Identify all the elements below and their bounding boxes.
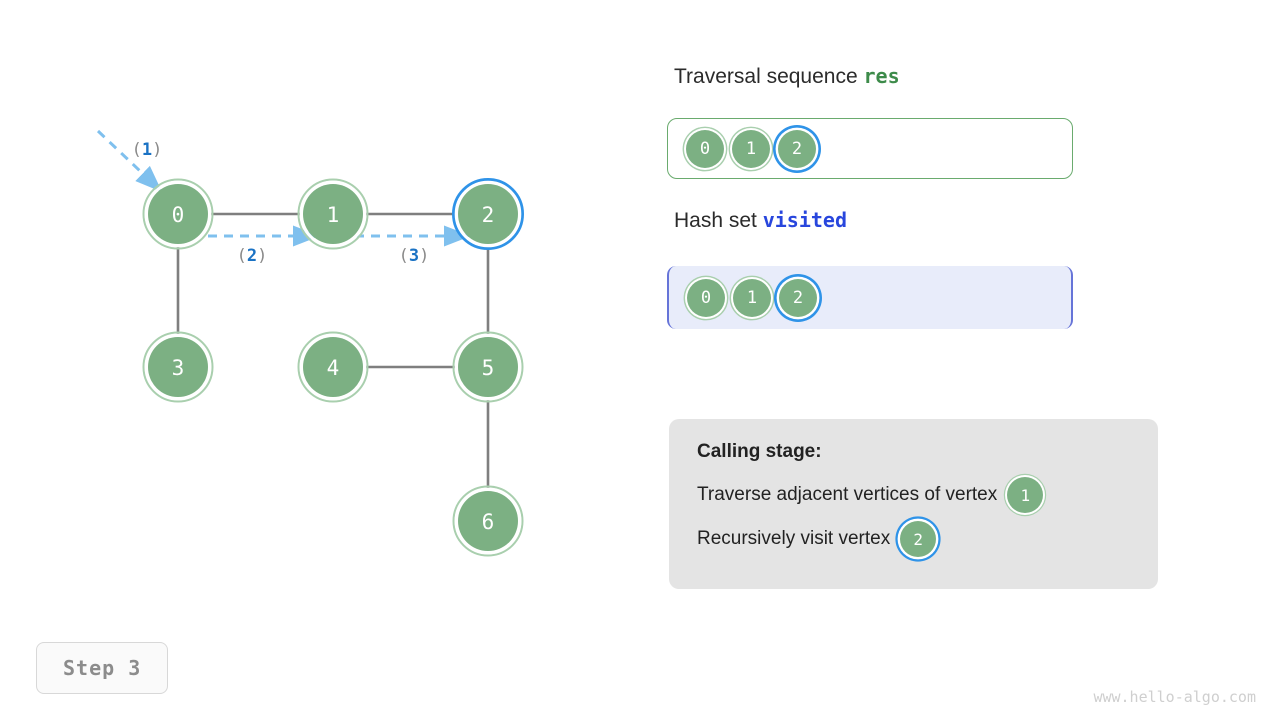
visited-title-code: visited — [762, 208, 848, 232]
node-ring — [452, 178, 524, 250]
traversal-arrow-1 — [96, 129, 163, 193]
graph-panel: 0 1 2 3 4 5 6 (1) (2) (3) — [96, 129, 524, 557]
res-title-prefix: Traversal sequence — [674, 65, 864, 88]
node-label: 0 — [172, 203, 185, 227]
node-label: 2 — [482, 203, 495, 227]
visited-title-prefix: Hash set — [674, 209, 763, 232]
node-ring — [142, 331, 214, 403]
node-body — [458, 184, 518, 244]
visited-chip-1: 1 — [733, 278, 771, 317]
visited-chip-2: 2 — [779, 278, 817, 317]
node-ring — [297, 178, 369, 250]
node-label: 6 — [482, 510, 495, 534]
arrow-label-2: (2) — [237, 246, 268, 266]
watermark: www.hello-algo.com — [1093, 688, 1256, 706]
graph-edges — [176, 212, 490, 488]
node-body — [458, 491, 518, 551]
node-body — [148, 184, 208, 244]
node-ring-gap — [144, 180, 212, 248]
node-label: 5 — [482, 356, 495, 380]
graph-node-6[interactable]: 6 — [452, 485, 524, 557]
node-label: 1 — [327, 203, 340, 227]
res-chip-2: 2 — [778, 129, 816, 168]
node-body — [303, 184, 363, 244]
graph-node-2[interactable]: 2 — [452, 178, 524, 250]
arrow-label-1: (1) — [132, 140, 163, 160]
calling-stage-line-text: Traverse adjacent vertices of vertex — [697, 484, 998, 505]
traversal-arrows — [96, 129, 471, 247]
res-title-code: res — [863, 64, 900, 88]
visited-section-title: Hash set visited — [674, 208, 847, 233]
calling-stage-line-1: Traverse adjacent vertices of vertex 1 — [697, 477, 1130, 513]
calling-stage-chip-2: 2 — [900, 521, 937, 557]
node-ring-gap — [299, 333, 367, 401]
visited-chip-0: 0 — [687, 278, 725, 317]
arrow-label-3: (3) — [399, 246, 430, 266]
graph-nodes: 0 1 2 3 4 5 6 — [142, 178, 524, 557]
node-ring — [297, 331, 369, 403]
res-chip-1: 1 — [732, 129, 770, 168]
node-ring-gap — [299, 180, 367, 248]
graph-node-3[interactable]: 3 — [142, 331, 214, 403]
calling-stage-line-2: Recursively visit vertex 2 — [697, 521, 1130, 557]
step-badge: Step 3 — [36, 642, 169, 694]
res-chip-0: 0 — [686, 129, 724, 168]
node-ring-gap — [454, 333, 522, 401]
graph-node-0[interactable]: 0 — [142, 178, 214, 250]
calling-stage-title: Calling stage: — [697, 441, 822, 462]
graph-node-5[interactable]: 5 — [452, 331, 524, 403]
calling-stage-card: Calling stage: Traverse adjacent vertice… — [669, 419, 1158, 589]
node-ring — [142, 178, 214, 250]
node-body — [148, 337, 208, 397]
res-section-title: Traversal sequence res — [674, 64, 900, 89]
calling-stage-chip-1: 1 — [1007, 477, 1044, 513]
graph-node-1[interactable]: 1 — [297, 178, 369, 250]
node-ring-gap — [144, 333, 212, 401]
node-body — [303, 337, 363, 397]
node-label: 4 — [327, 356, 340, 380]
node-ring-gap — [454, 487, 522, 555]
node-ring — [452, 485, 524, 557]
node-label: 3 — [172, 356, 185, 380]
node-body — [458, 337, 518, 397]
calling-stage-line-text: Recursively visit vertex — [697, 528, 891, 549]
node-ring — [452, 331, 524, 403]
node-ring-gap — [454, 180, 522, 248]
graph-node-4[interactable]: 4 — [297, 331, 369, 403]
graph-canvas: 0 1 2 3 4 5 6 (1) (2) (3) — [96, 129, 524, 557]
traversal-arrow-labels: (1) (2) (3) — [132, 140, 430, 266]
